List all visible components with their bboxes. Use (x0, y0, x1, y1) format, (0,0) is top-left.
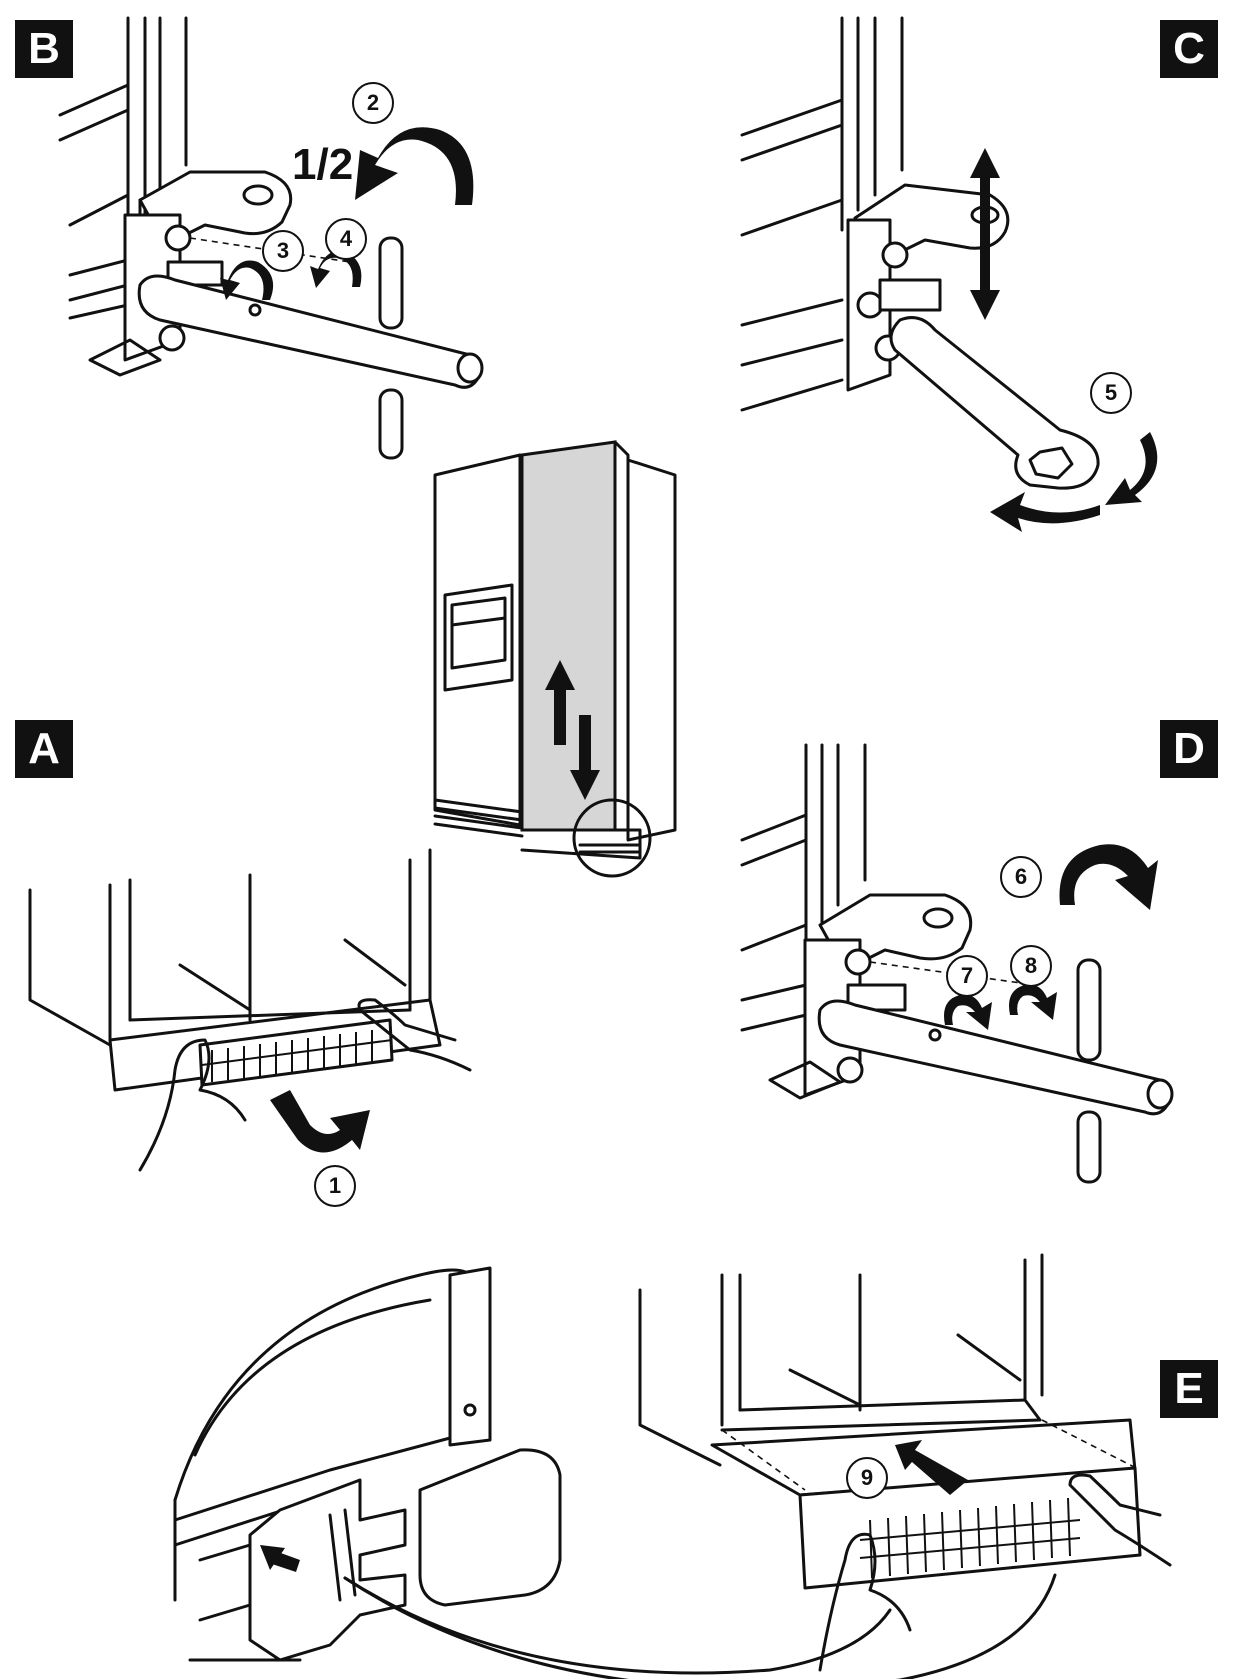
step-marker-8: 8 (1010, 945, 1052, 987)
panel-label-e: E (1160, 1360, 1218, 1418)
step-marker-4: 4 (325, 218, 367, 260)
panel-label-a: A (15, 720, 73, 778)
step-marker-2: 2 (352, 82, 394, 124)
panel-c-hinge-illustration (740, 16, 1158, 532)
panel-d-hinge-illustration (740, 743, 1174, 1184)
panel-e-grille-install-illustration (638, 1253, 1172, 1672)
panel-label-c: C (1160, 20, 1218, 78)
rotate-counterclockwise-arrow-icon (355, 127, 474, 205)
step-marker-5: 5 (1090, 372, 1132, 414)
push-arrow-icon (260, 1545, 300, 1572)
step-marker-7: 7 (946, 955, 988, 997)
up-down-arrow-icon (970, 148, 1000, 320)
step-marker-6: 6 (1000, 856, 1042, 898)
refrigerator-illustration (433, 440, 677, 878)
panel-a-grille-removal-illustration (28, 848, 472, 1172)
panel-b-hinge-illustration (58, 16, 484, 460)
grille-clip-detail-illustration (173, 1266, 1057, 1679)
step-marker-9: 9 (846, 1457, 888, 1499)
rotate-clockwise-arrow-icon (1059, 844, 1158, 910)
step-marker-3: 3 (262, 230, 304, 272)
panel-label-b: B (15, 20, 73, 78)
half-turn-label: 1/2 (292, 140, 354, 189)
step-marker-1: 1 (314, 1165, 356, 1207)
panel-label-d: D (1160, 720, 1218, 778)
